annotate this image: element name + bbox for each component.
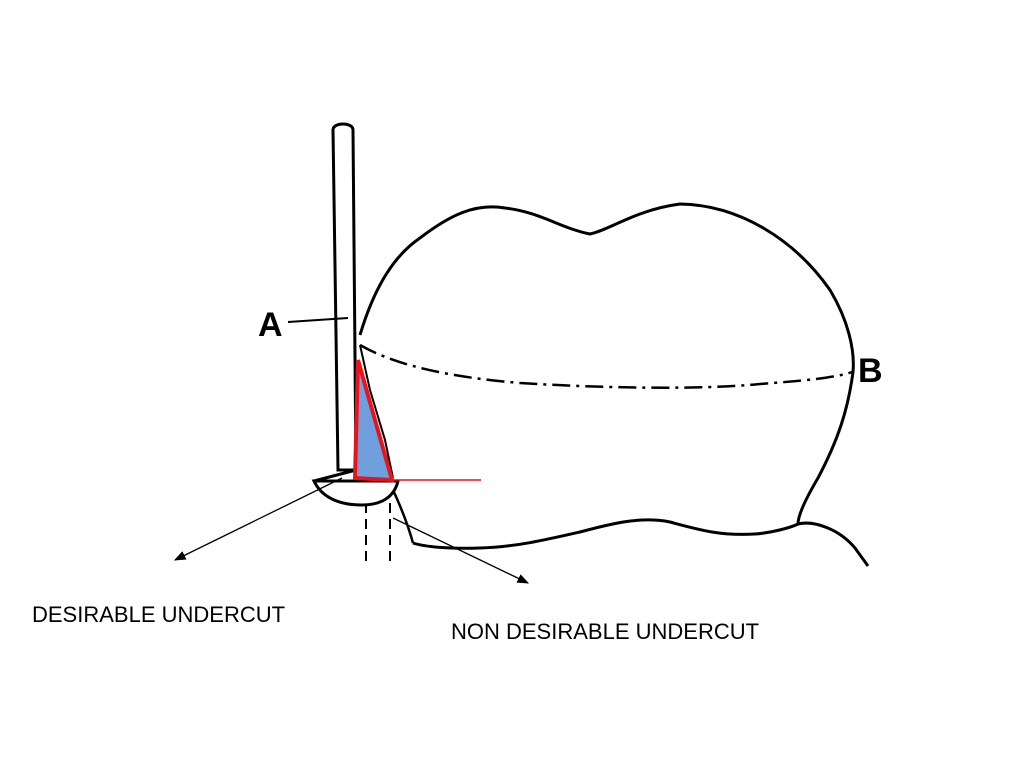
tooth-surface-lower: [359, 344, 394, 479]
undercut-region: [352, 359, 395, 483]
tooth-crown-outline: [358, 202, 855, 550]
undercut-gauge-icon: [311, 468, 400, 507]
adjacent-outline: [797, 521, 870, 567]
gingival-contour: [391, 489, 415, 544]
height-of-contour-line: [359, 343, 853, 389]
non-desirable-undercut-caption: NON DESIRABLE UNDERCUT: [451, 619, 760, 644]
desirable-undercut-caption: DESIRABLE UNDERCUT: [32, 602, 286, 627]
non-desirable-undercut-arrow: [392, 517, 530, 584]
label-b: B: [858, 352, 883, 390]
desirable-undercut-arrow: [173, 477, 343, 561]
analyzing-rod-icon: [331, 122, 358, 472]
label-a-leader: [287, 317, 349, 323]
label-a: A: [258, 306, 283, 344]
